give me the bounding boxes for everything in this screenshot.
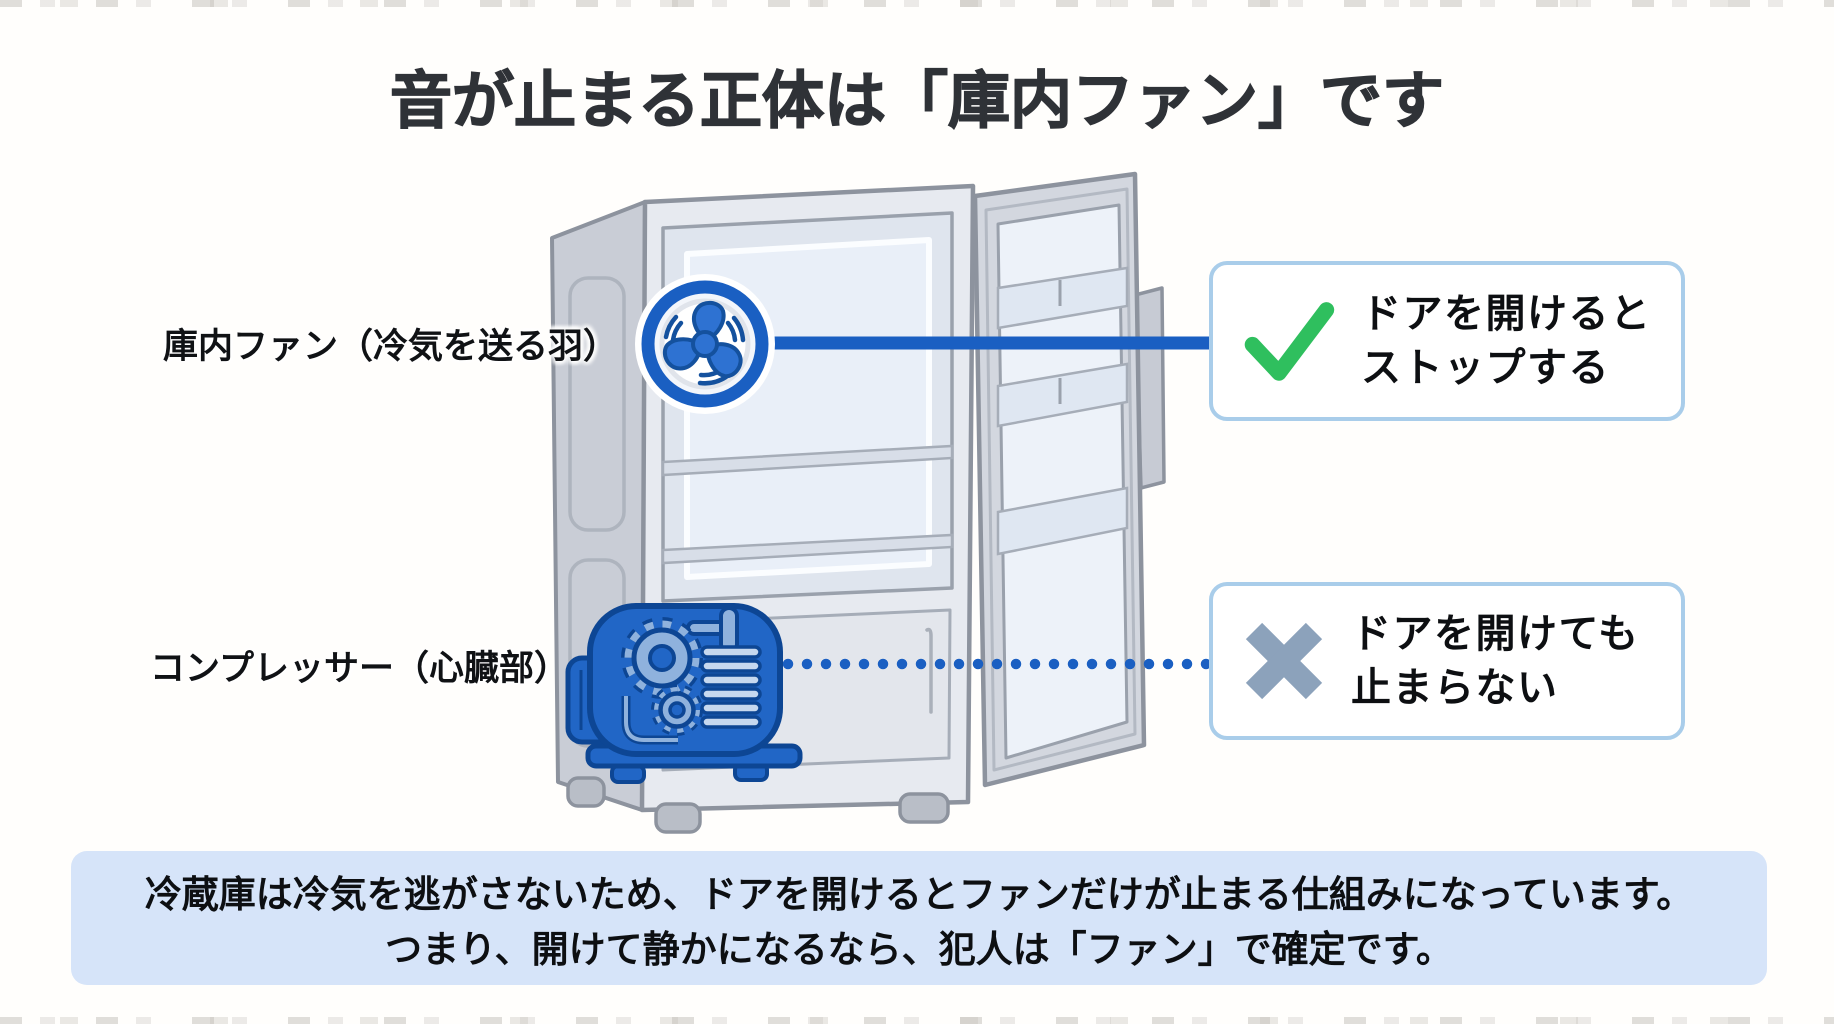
callout-line: ドアを開けても: [1351, 612, 1640, 656]
fan-label: 庫内ファン（冷気を送る羽）: [163, 327, 619, 366]
footer-line-2: つまり、開けて静かになるなら、犯人は「ファン」で確定です。: [385, 928, 1453, 970]
footer-note: 冷蔵庫は冷気を逃がさないため、ドアを開けるとファンだけが止まる仕組みになっていま…: [71, 851, 1767, 985]
compressor-label: コンプレッサー（心臓部）: [150, 649, 569, 688]
fan-callout-card: ドアを開けると ストップする: [1209, 261, 1685, 421]
film-grain-bottom: [0, 1017, 1834, 1024]
fridge-open-door: [972, 171, 1147, 788]
fan-callout-text: ドアを開けると ストップする: [1361, 287, 1652, 395]
fridge-feet: [566, 776, 950, 834]
fan-icon: [635, 274, 775, 414]
x-icon: [1245, 622, 1323, 700]
refrigerator-illustration: [550, 171, 1216, 834]
callout-line: 止まらない: [1351, 666, 1559, 710]
compressor-callout-text: ドアを開けても 止まらない: [1351, 607, 1640, 715]
callout-line: ストップする: [1361, 346, 1610, 390]
callout-line: ドアを開けると: [1361, 292, 1652, 336]
check-icon: [1244, 302, 1335, 381]
compressor-callout-card: ドアを開けても 止まらない: [1209, 582, 1685, 740]
footer-line-1: 冷蔵庫は冷気を逃がさないため、ドアを開けるとファンだけが止まる仕組みになっていま…: [144, 873, 1694, 915]
compressor-icon: [565, 603, 803, 784]
film-grain-top: [0, 0, 1834, 7]
page-title: 音が止まる正体は「庫内ファン」です: [389, 66, 1444, 136]
